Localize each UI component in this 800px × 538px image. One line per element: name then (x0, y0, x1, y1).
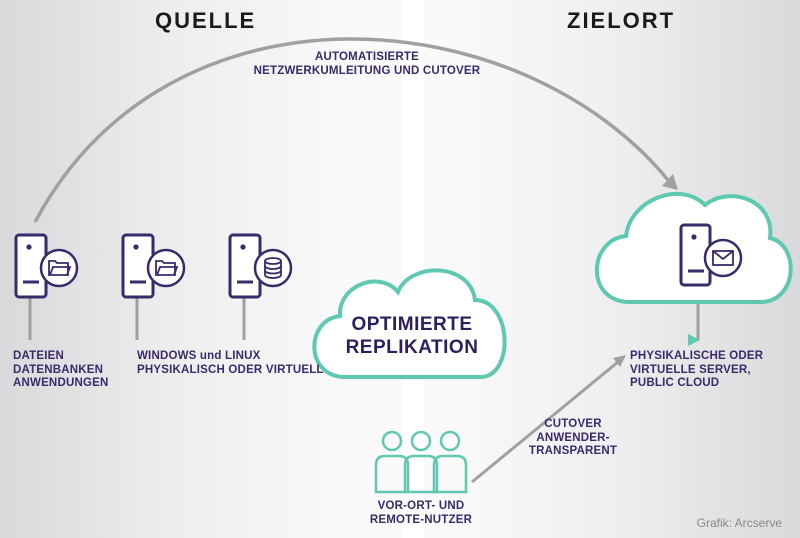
label-target-line2: VIRTUELLE SERVER, (630, 363, 751, 376)
label-cutover-line2: ANWENDER- (536, 431, 610, 444)
label-os-line2: PHYSIKALISCH ODER VIRTUELL (137, 363, 324, 376)
heading-target: ZIELORT (567, 8, 676, 33)
arc-label: AUTOMATISIERTE NETZWERKUMLEITUNG UND CUT… (232, 51, 502, 78)
label-data-types-line3: ANWENDUNGEN (13, 377, 109, 389)
heading-source: QUELLE (155, 8, 257, 33)
label-target-line1: PHYSIKALISCHE ODER (630, 350, 764, 362)
server-icon-database (228, 233, 293, 299)
label-data-types-line2: DATENBANKEN (13, 363, 104, 376)
label-target: PHYSIKALISCHE ODER VIRTUELLE SERVER, PUB… (630, 350, 763, 391)
replication-cloud (312, 268, 507, 379)
label-cutover: CUTOVER ANWENDER- TRANSPARENT (528, 418, 618, 459)
server-icon-windows-linux (121, 233, 186, 299)
arc-label-line2: NETZWERKUMLEITUNG UND CUTOVER (253, 64, 481, 77)
label-data-types: DATEIEN DATENBANKEN ANWENDUNGEN (13, 350, 108, 391)
label-os-line1: WINDOWS und LINUX (137, 350, 261, 362)
label-cutover-line1: CUTOVER (544, 418, 602, 430)
label-os: WINDOWS und LINUX PHYSIKALISCH ODER VIRT… (137, 350, 324, 377)
server-icon-files (14, 233, 79, 299)
replication-label-line1: OPTIMIERTE (351, 314, 473, 335)
arc-label-line1: AUTOMATISIERTE (315, 51, 419, 63)
label-target-line3: PUBLIC CLOUD (630, 377, 720, 389)
target-cloud (595, 191, 793, 304)
image-credit: Grafik: Arcserve (696, 516, 782, 530)
label-data-types-line1: DATEIEN (13, 350, 65, 362)
label-users-line1: VOR-ORT- UND (377, 500, 465, 512)
divider (402, 0, 424, 538)
replication-label-line2: REPLIKATION (345, 337, 479, 358)
arc-arrow (33, 37, 678, 223)
users-icon (374, 430, 468, 494)
cutover-arrow (471, 355, 626, 484)
label-users: VOR-ORT- UND REMOTE-NUTZER (360, 500, 482, 527)
label-cutover-line3: TRANSPARENT (528, 445, 618, 457)
label-users-line2: REMOTE-NUTZER (369, 513, 473, 526)
replication-label: OPTIMIERTE REPLIKATION (332, 313, 492, 359)
